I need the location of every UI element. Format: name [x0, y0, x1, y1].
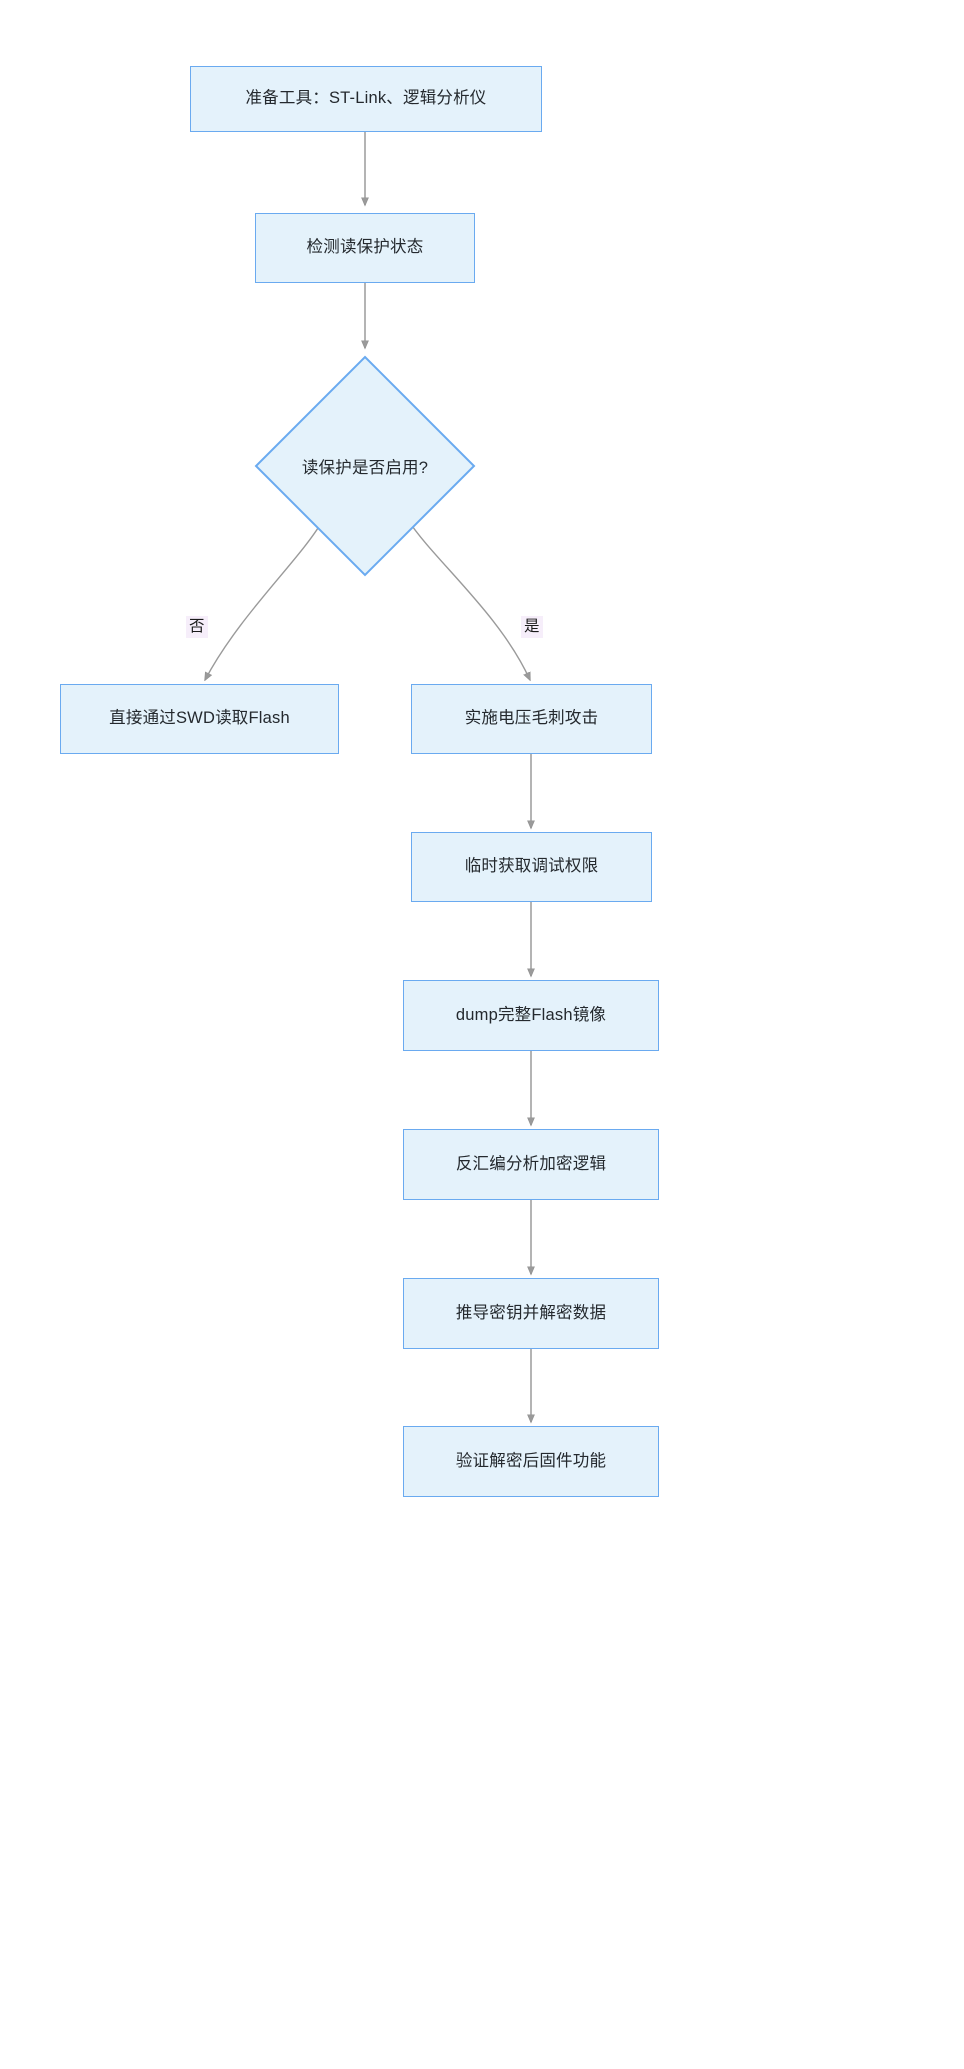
- edge-label-yes: 是: [521, 616, 543, 638]
- node-derive-key-decrypt-data[interactable]: 推导密钥并解密数据: [403, 1278, 659, 1349]
- node-verify-decrypted-firmware[interactable]: 验证解密后固件功能: [403, 1426, 659, 1497]
- diamond-shape: [254, 355, 476, 577]
- node-voltage-glitch-attack-label: 实施电压毛刺攻击: [464, 709, 599, 728]
- node-dump-flash-image-label: dump完整Flash镜像: [455, 1005, 607, 1024]
- node-verify-decrypted-firmware-label: 验证解密后固件功能: [455, 1451, 607, 1470]
- edge-label-no: 否: [186, 616, 208, 638]
- node-prepare-tools[interactable]: 准备工具：ST-Link、逻辑分析仪: [190, 66, 542, 132]
- node-voltage-glitch-attack[interactable]: 实施电压毛刺攻击: [411, 684, 652, 754]
- node-disassemble-crypto-logic-label: 反汇编分析加密逻辑: [455, 1154, 607, 1173]
- node-read-flash-via-swd-label: 直接通过SWD读取Flash: [109, 709, 290, 728]
- node-decision-readout-enabled-label: 读保护是否启用?: [301, 459, 429, 477]
- node-derive-key-decrypt-data-label: 推导密钥并解密数据: [455, 1303, 607, 1322]
- node-prepare-tools-label: 准备工具：ST-Link、逻辑分析仪: [245, 89, 487, 108]
- node-detect-readout-protection[interactable]: 检测读保护状态: [255, 213, 475, 283]
- node-detect-readout-protection-label: 检测读保护状态: [306, 238, 424, 257]
- node-dump-flash-image[interactable]: dump完整Flash镜像: [403, 980, 659, 1051]
- node-disassemble-crypto-logic[interactable]: 反汇编分析加密逻辑: [403, 1129, 659, 1200]
- node-temporary-debug-access-label: 临时获取调试权限: [464, 857, 599, 876]
- node-read-flash-via-swd[interactable]: 直接通过SWD读取Flash: [60, 684, 339, 754]
- node-temporary-debug-access[interactable]: 临时获取调试权限: [411, 832, 652, 902]
- node-decision-readout-enabled[interactable]: 读保护是否启用?: [254, 355, 476, 577]
